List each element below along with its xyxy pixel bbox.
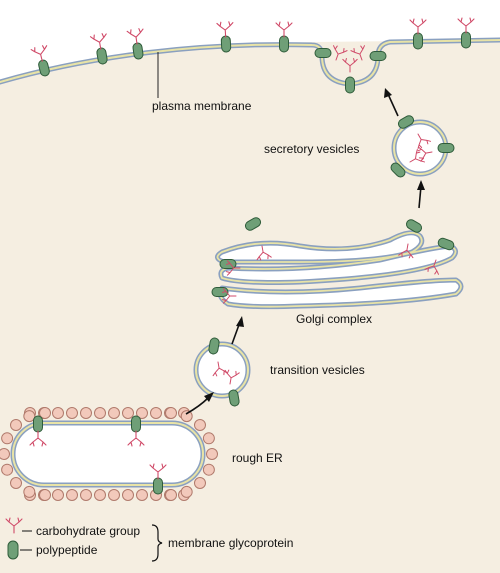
transition-vesicles-label: transition vesicles	[270, 363, 365, 377]
ribosome	[52, 489, 64, 501]
ribosome	[94, 489, 106, 501]
arrow-secretory-to-membrane	[387, 93, 399, 117]
polypeptide-icon	[279, 35, 289, 53]
legend: carbohydrate group polypeptide membrane …	[5, 517, 293, 562]
ribosome	[136, 489, 148, 501]
ribosomes	[0, 407, 218, 501]
polypeptide-icon	[369, 51, 387, 61]
ribosome	[66, 489, 78, 501]
ribosome	[66, 407, 78, 419]
ribosome	[23, 410, 36, 423]
pathway-arrowheads	[204, 88, 425, 402]
legend-carbohydrate-label: carbohydrate group	[36, 524, 140, 538]
rough-er-label: rough ER	[232, 451, 283, 465]
membrane-glycoprotein	[369, 51, 387, 61]
ribosome	[52, 407, 64, 419]
ribosome	[1, 432, 14, 445]
green-capsule-icon	[7, 540, 19, 560]
ribosome	[10, 419, 23, 432]
ribosome	[80, 489, 92, 501]
carbohydrate-icon	[216, 21, 235, 38]
arrow-er-to-transition	[185, 397, 209, 415]
polypeptide-icon	[153, 477, 163, 495]
polypeptide-icon	[220, 35, 232, 53]
legend-brace	[151, 524, 163, 562]
membrane-glycoprotein	[345, 76, 355, 94]
membrane-glycoprotein	[437, 143, 455, 153]
ribosome	[165, 489, 177, 501]
plasma-membrane-label: plasma membrane	[152, 99, 252, 113]
polypeptide-icon	[345, 76, 355, 94]
carbohydrate-icon	[89, 32, 110, 52]
legend-glycoprotein-label: membrane glycoprotein	[168, 536, 293, 550]
ribosome	[39, 489, 51, 501]
ribosome	[122, 489, 134, 501]
ribosome	[193, 419, 206, 432]
ribosome	[10, 476, 23, 489]
ribosome	[39, 407, 51, 419]
ribosome	[1, 463, 14, 476]
carbohydrate-icon	[457, 17, 475, 34]
secretory-vesicles-label: secretory vesicles	[264, 142, 359, 156]
ribosome	[122, 407, 134, 419]
ribosome	[94, 407, 106, 419]
ribosome	[0, 448, 10, 460]
ribosome	[80, 407, 92, 419]
carbohydrate-icon	[275, 21, 293, 38]
plasma-membrane	[0, 17, 500, 94]
ribosome	[165, 407, 177, 419]
carbohydrate-icon	[409, 18, 427, 35]
golgi-complex	[215, 230, 464, 310]
golgi-complex-label: Golgi complex	[296, 312, 372, 326]
polypeptide-icon	[461, 31, 471, 49]
ribosome	[202, 432, 215, 445]
rough-er	[10, 420, 206, 488]
ribosome	[108, 489, 120, 501]
carbohydrate-icon	[126, 27, 146, 46]
ribosome	[206, 448, 218, 460]
ribosome	[23, 485, 36, 498]
ribosome	[180, 410, 193, 423]
ribosome	[108, 407, 120, 419]
ribosome	[193, 476, 206, 489]
polypeptide-icon	[131, 415, 141, 433]
ribosome	[180, 485, 193, 498]
ribosome	[150, 407, 162, 419]
legend-polypeptide-label: polypeptide	[36, 543, 98, 557]
polypeptide-icon	[437, 143, 455, 153]
polypeptide-icon	[413, 32, 423, 50]
ribosome	[202, 463, 215, 476]
membrane-glycoprotein	[314, 48, 332, 58]
ribosome	[136, 407, 148, 419]
polypeptide-icon	[314, 48, 332, 58]
polypeptide-icon	[33, 415, 43, 433]
